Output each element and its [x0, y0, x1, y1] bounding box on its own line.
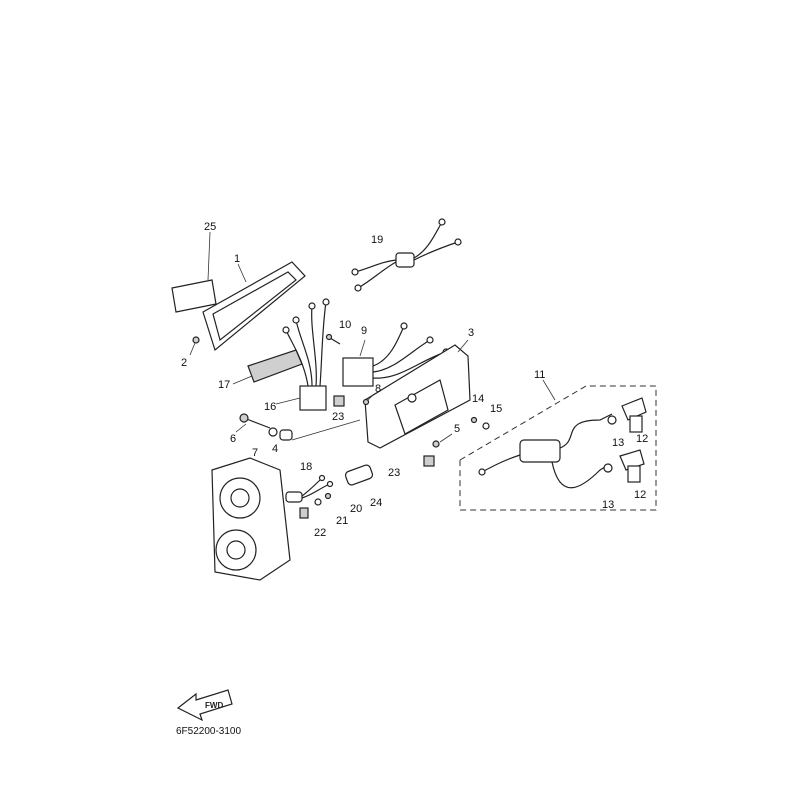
part-18-sensor: 18 [285, 461, 334, 503]
part-7-washer: 7 [252, 427, 278, 459]
callout-7: 7 [252, 447, 258, 459]
callout-13a: 13 [612, 437, 624, 449]
callout-12b: 12 [634, 489, 646, 501]
part-17-pad: 17 [218, 349, 303, 391]
part-12a-plug-cap: 12 [621, 397, 648, 445]
callout-14: 14 [472, 393, 484, 405]
callout-22: 22 [314, 527, 326, 539]
part-20-screw: 20 [324, 492, 362, 515]
part-19-wire-harness: 19 [351, 218, 462, 292]
part-23a-grommet: 23 [332, 395, 345, 423]
part-code: 6F52200-3100 [176, 726, 241, 737]
part-2-screw: 2 [181, 336, 200, 369]
part-24-spring: 24 [344, 464, 382, 509]
forward-arrow-icon: FWD [176, 689, 233, 722]
part-13a-clamp: 13 [607, 415, 624, 449]
part-23b-grommet: 23 [388, 455, 435, 479]
callout-20: 20 [350, 503, 362, 515]
part-4-collar: 4 [272, 419, 361, 455]
part-15-washer: 15 [482, 403, 502, 430]
part-25-label-sticker: 25 [171, 221, 217, 313]
part-11-coil-assembly: 11 [459, 369, 657, 511]
callout-25: 25 [204, 221, 216, 233]
callout-4: 4 [272, 443, 278, 455]
fwd-label: FWD [205, 701, 223, 710]
callout-11: 11 [534, 369, 545, 381]
part-5-screw: 5 [432, 423, 460, 448]
callout-18: 18 [300, 461, 312, 473]
part-22-clamp: 22 [299, 507, 326, 539]
callout-16: 16 [264, 401, 276, 413]
callout-3: 3 [468, 327, 474, 339]
callout-10: 10 [339, 319, 351, 331]
callout-24: 24 [370, 497, 382, 509]
callout-17: 17 [218, 379, 230, 391]
part-14-screw: 14 [470, 393, 484, 424]
callout-6: 6 [230, 433, 236, 445]
part-21-washer: 21 [314, 498, 348, 527]
part-8-screw: 8 [362, 383, 381, 406]
callout-2: 2 [181, 357, 187, 369]
callout-9: 9 [361, 325, 367, 337]
part-16-cdi-unit: 16 [264, 298, 330, 413]
callout-23a: 23 [332, 411, 344, 423]
callout-8: 8 [375, 383, 381, 395]
callout-13b: 13 [602, 499, 614, 511]
part-12b-plug-cap: 12 [619, 449, 646, 501]
callout-12a: 12 [636, 433, 648, 445]
part-6-bolt: 6 [230, 413, 271, 445]
callout-23b: 23 [388, 467, 400, 479]
callout-19: 19 [371, 234, 383, 246]
part-10-bolt: 10 [325, 319, 351, 345]
callout-5: 5 [454, 423, 460, 435]
engine-block [211, 457, 291, 581]
part-13b-clamp: 13 [602, 463, 614, 511]
part-1-cover-frame: 1 [202, 253, 306, 352]
callout-15: 15 [490, 403, 502, 415]
callout-1: 1 [234, 253, 240, 265]
part-3-housing: 3 [364, 327, 474, 449]
callout-21: 21 [336, 515, 348, 527]
